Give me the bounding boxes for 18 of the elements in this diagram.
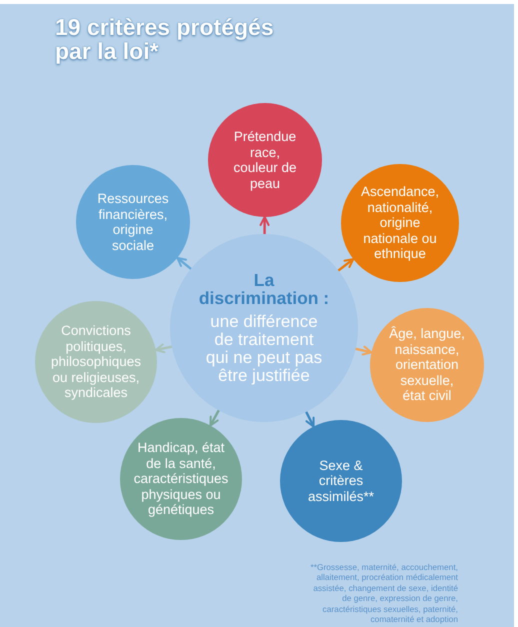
criterion-text: Ressources financières, origine sociale [96, 191, 170, 253]
footnote: **Grossesse, maternité, accouchement, allaitement, procréation médicalement assistée, changement de sexe, identité de genre, expression de genre, caractéristiques sexuelles, paternité, comaternité et adoption [309, 562, 458, 624]
criterion-text: Convictions politiques, philosophiques ou religieuses, syndicales [50, 323, 142, 401]
arrow [154, 343, 174, 354]
criterion-text: Ascendance, nationalité, origine nationale ou ethnique [360, 184, 440, 262]
arrow [337, 258, 354, 272]
arrow [305, 410, 315, 428]
central-definition: une différence de traitement qui ne peut pas être justifiée [204, 313, 324, 385]
arrow [260, 216, 270, 236]
central-heading: La discrimination : [198, 271, 330, 307]
criterion-text: Sexe & critères assimilés** [306, 458, 376, 504]
criterion-text: Handicap, état de la santé, caractéristiques physiques ou génétiques [132, 440, 230, 518]
title: 19 critères protégés par la loi* [55, 15, 275, 63]
criterion-text: Âge, langue, naissance, orientation sexuelle, état civil [388, 326, 466, 404]
arrow [176, 256, 192, 270]
criterion-text: Prétendue race, couleur de peau [232, 129, 298, 191]
arrow [354, 346, 373, 356]
arrow [209, 409, 220, 427]
